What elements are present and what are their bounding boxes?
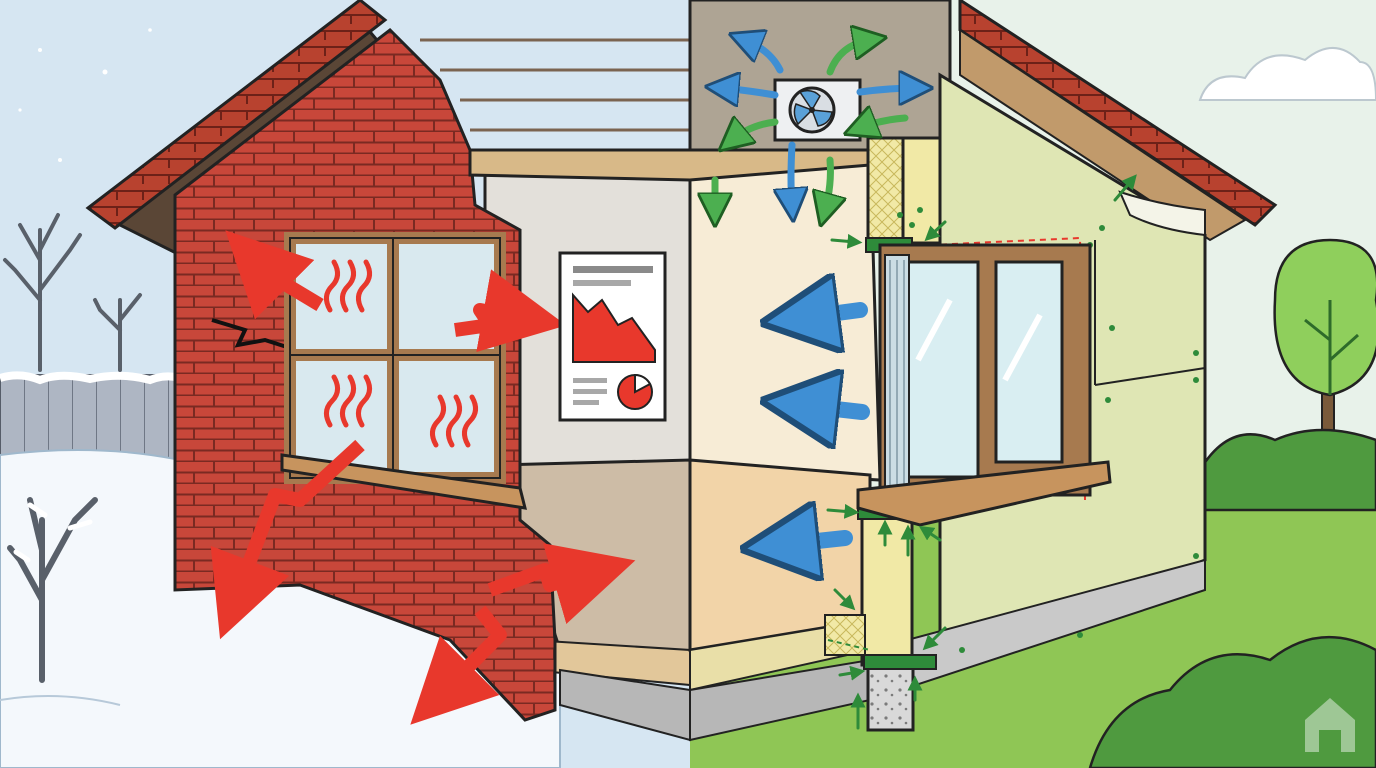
roof-tiles — [85, 0, 388, 230]
fresh-air-arrow-icon — [715, 40, 909, 210]
warm-air-arrow-icon — [722, 40, 916, 545]
pie-chart-icon — [617, 373, 653, 410]
before-house — [85, 0, 692, 742]
sealing-arrows — [826, 174, 1137, 730]
fence-icon — [0, 371, 182, 461]
heat-wave-icon — [324, 259, 478, 448]
roof-tiles-right — [958, 0, 1278, 227]
line-chart-icon — [572, 292, 656, 363]
logo-icon — [1305, 698, 1355, 752]
wall-crack-icon — [211, 318, 291, 350]
window-icon — [856, 243, 1112, 527]
heat-loss-arrow-icon — [210, 230, 636, 725]
ventilation-fan-icon — [773, 78, 862, 142]
energy-report-icon — [558, 251, 667, 422]
snowflake-dots — [18, 28, 152, 162]
old-window — [280, 232, 528, 510]
cloud-icon — [1198, 47, 1376, 101]
bare-tree-icon — [3, 213, 142, 683]
bush-icon — [1088, 428, 1376, 768]
